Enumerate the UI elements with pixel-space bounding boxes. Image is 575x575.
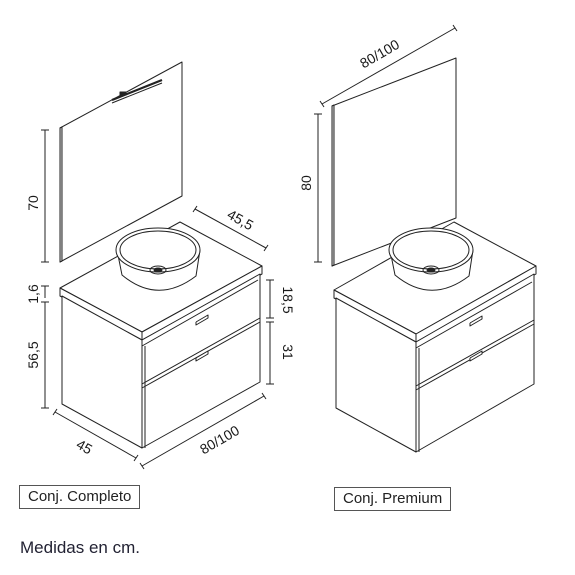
completo-dim-mirror-height: 70 <box>25 195 41 211</box>
completo-dim-drawer-top: 18,5 <box>280 286 296 313</box>
premium-basin <box>388 227 474 291</box>
premium-caption: Conj. Premium <box>334 487 452 511</box>
completo-caption: Conj. Completo <box>19 485 141 509</box>
premium-dim-mirror-width: 80/100 <box>357 36 402 71</box>
completo-dim-width: 80/100 <box>197 422 242 457</box>
completo-cabinet <box>59 221 263 449</box>
completo-mirror <box>59 61 183 263</box>
completo-dim-cabinet-height: 56,5 <box>25 341 41 368</box>
completo-drawer-handle-top <box>195 314 209 326</box>
completo-drawer-handle-bottom <box>195 350 209 362</box>
premium-mirror <box>331 57 457 267</box>
premium-drawer-handle-bottom <box>469 350 483 362</box>
completo-dim-depth: 45 <box>74 436 96 458</box>
completo-mirror-lamp <box>111 78 163 104</box>
premium-dim-mirror-height: 80 <box>298 175 314 191</box>
premium-drawer-handle-top <box>469 315 483 327</box>
units-note: Medidas en cm. <box>20 538 140 557</box>
premium-dimension-lines <box>314 24 458 263</box>
completo-dim-drawer-bottom: 31 <box>280 344 296 360</box>
completo-dim-top-thickness: 1,6 <box>25 284 41 304</box>
completo-basin <box>115 227 201 291</box>
completo-dim-depth-top: 45,5 <box>225 206 257 233</box>
completo-dimension-lines <box>41 129 274 470</box>
